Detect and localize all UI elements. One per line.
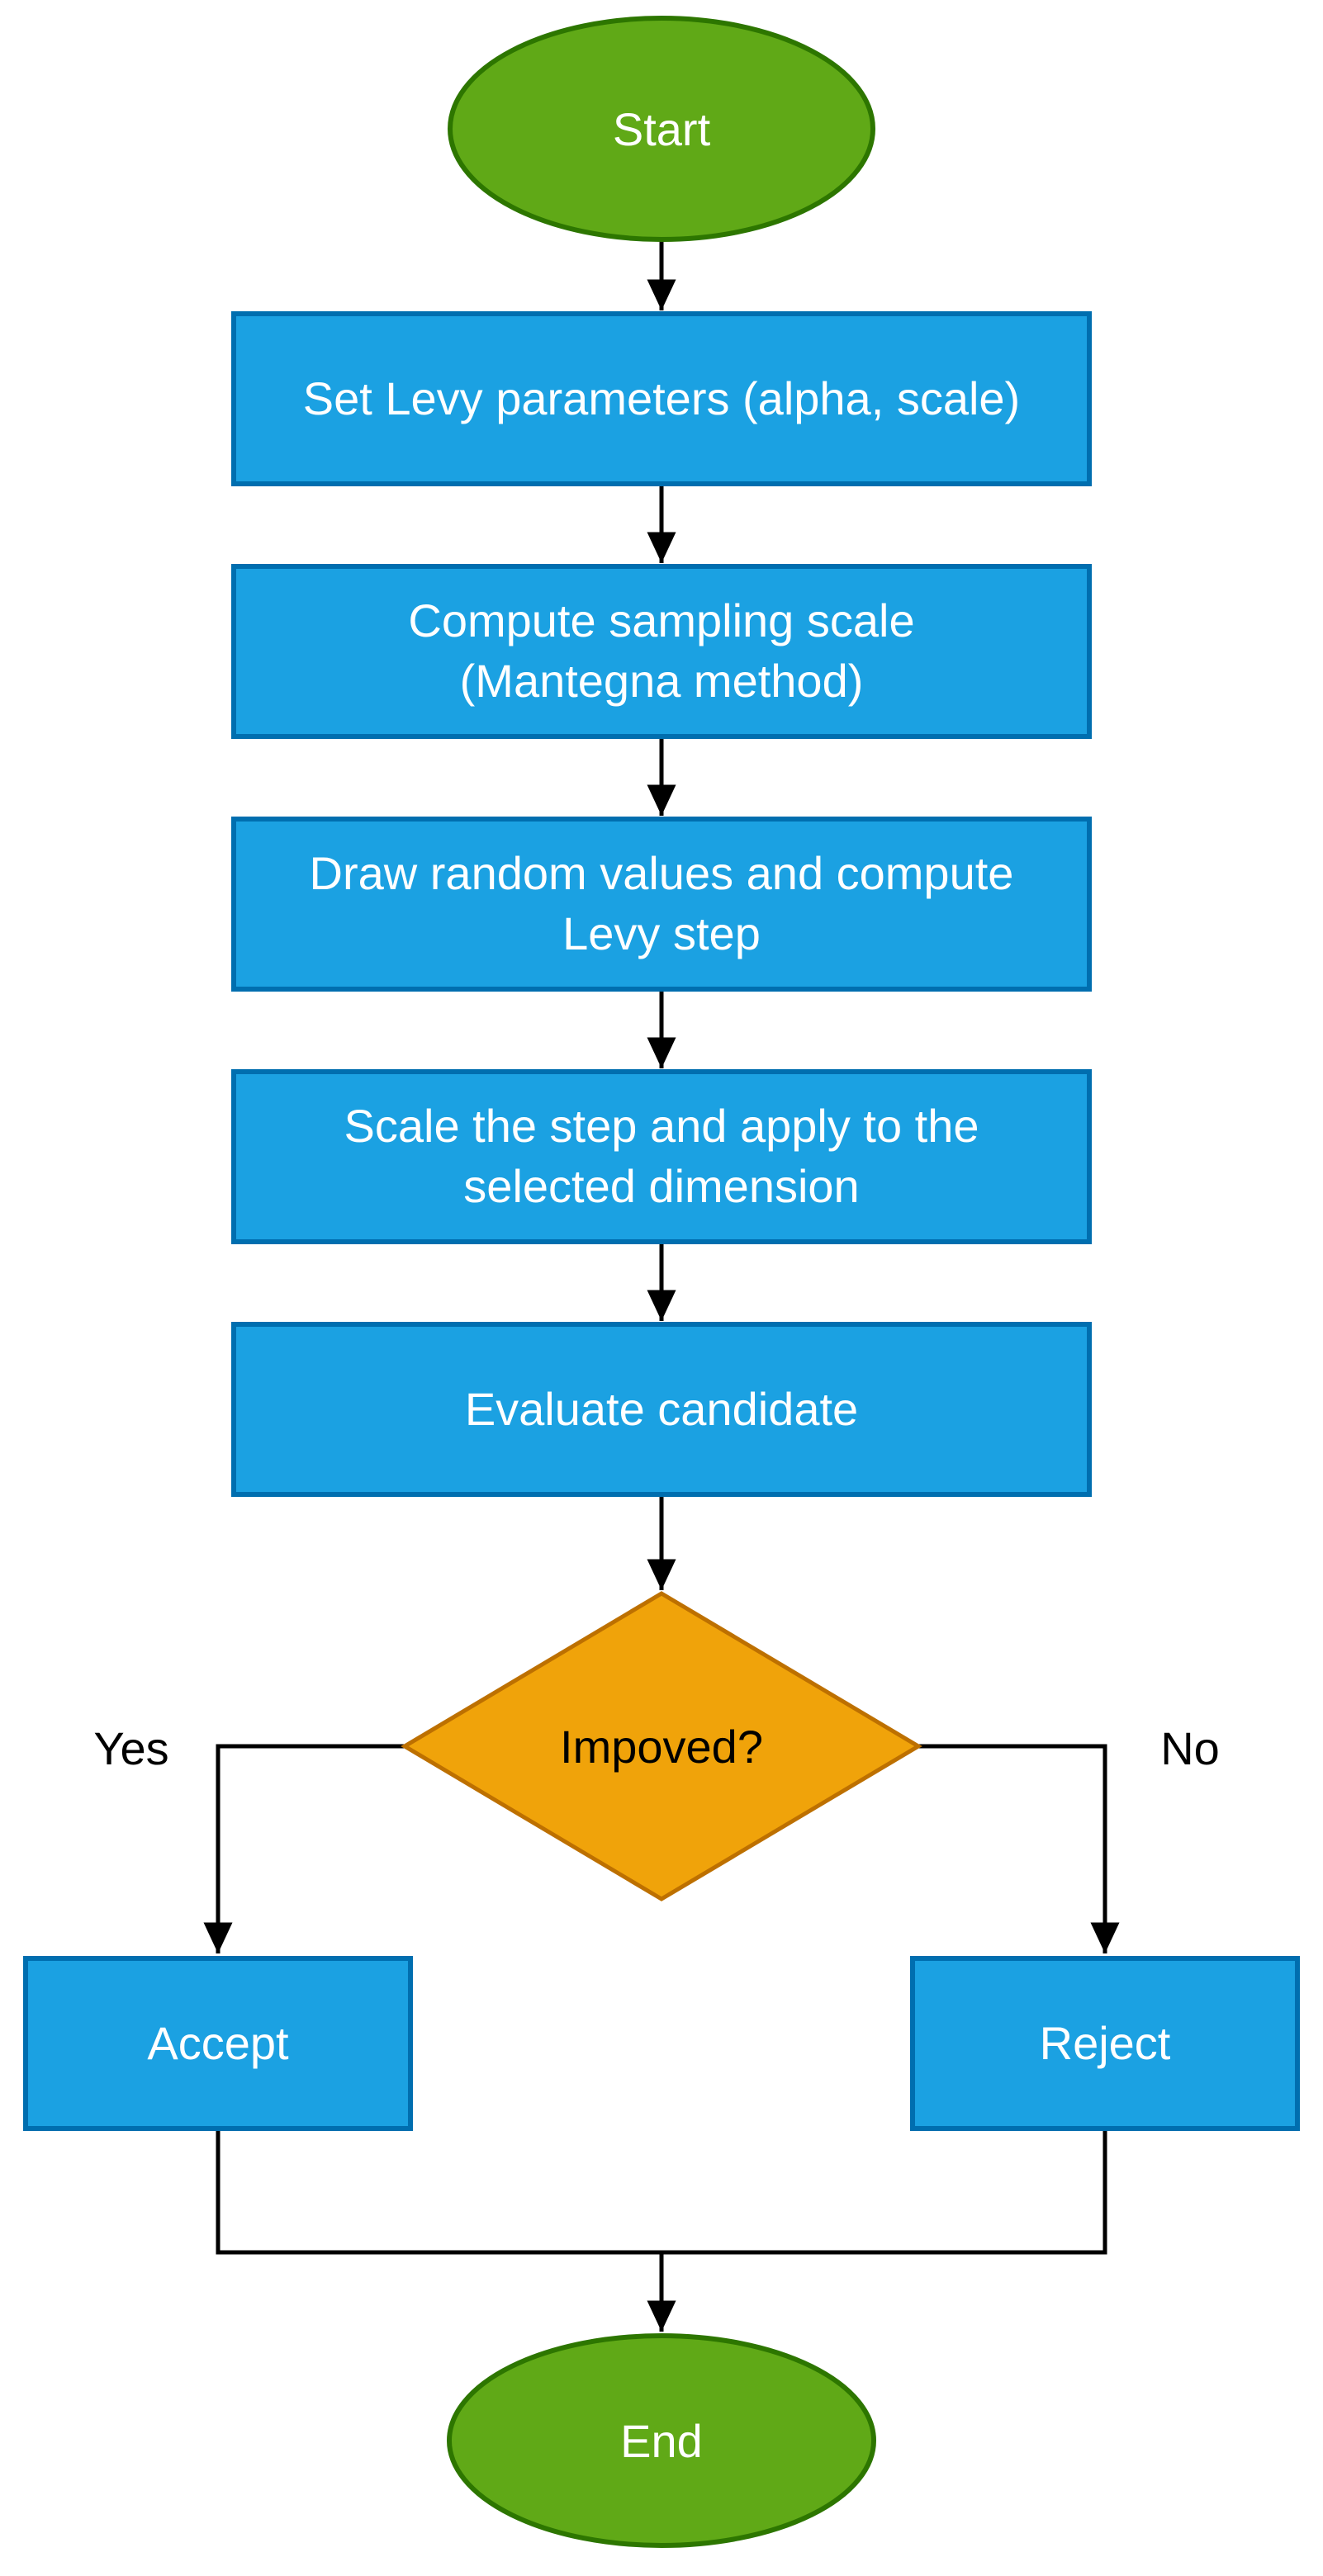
decision-improved-shape [401, 1591, 922, 1901]
connector-group [203, 241, 1120, 2332]
process-scale-step-shape [231, 1069, 1092, 1244]
process-evaluate-shape [231, 1322, 1092, 1497]
start-node-shape [448, 16, 875, 242]
process-draw-values-shape [231, 817, 1092, 992]
process-accept-shape [23, 1956, 413, 2131]
end-node-shape [447, 2333, 876, 2548]
process-compute-scale-shape [231, 564, 1092, 739]
edge-merge-accept-reject [216, 2129, 1107, 2255]
process-set-params-shape [231, 311, 1092, 486]
edge-no-to-reject [916, 1744, 1120, 1953]
edge-yes-to-accept [203, 1744, 407, 1953]
process-reject-shape [910, 1956, 1300, 2131]
